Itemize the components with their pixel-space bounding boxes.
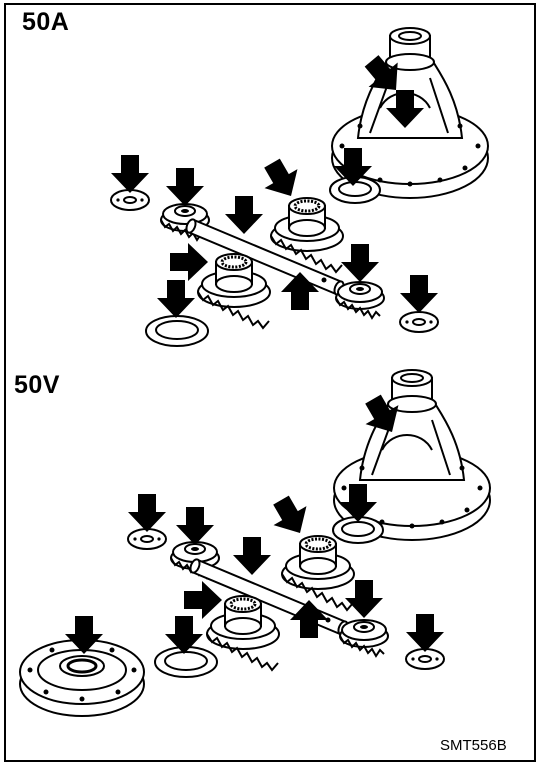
arrow-icon bbox=[345, 580, 383, 618]
section-label-50v: 50V bbox=[14, 371, 60, 399]
figure-code: SMT556B bbox=[440, 737, 507, 754]
arrow-icon bbox=[184, 581, 222, 619]
arrow-icon bbox=[406, 614, 444, 652]
arrow-icon bbox=[128, 494, 166, 532]
section-50v bbox=[18, 369, 491, 718]
section-50a bbox=[110, 27, 489, 347]
pinion-gear bbox=[339, 619, 389, 657]
arrow-icon bbox=[111, 155, 149, 193]
arrow-icon bbox=[170, 243, 208, 281]
section-label-50a: 50A bbox=[22, 8, 70, 36]
pinion-gear bbox=[335, 281, 385, 319]
arrow-icon bbox=[233, 537, 271, 575]
thrust-washer bbox=[145, 315, 209, 347]
arrow-icon bbox=[341, 244, 379, 282]
side-gear bbox=[196, 252, 272, 330]
arrow-icon bbox=[176, 507, 214, 545]
side-gear bbox=[205, 594, 281, 672]
arrow-icon bbox=[166, 168, 204, 206]
thrust-washer bbox=[399, 311, 439, 333]
arrow-icon bbox=[400, 275, 438, 313]
arrow-icon bbox=[264, 490, 317, 543]
arrow-icon bbox=[225, 196, 263, 234]
figure-border bbox=[4, 3, 536, 762]
arrow-icon bbox=[157, 280, 195, 318]
